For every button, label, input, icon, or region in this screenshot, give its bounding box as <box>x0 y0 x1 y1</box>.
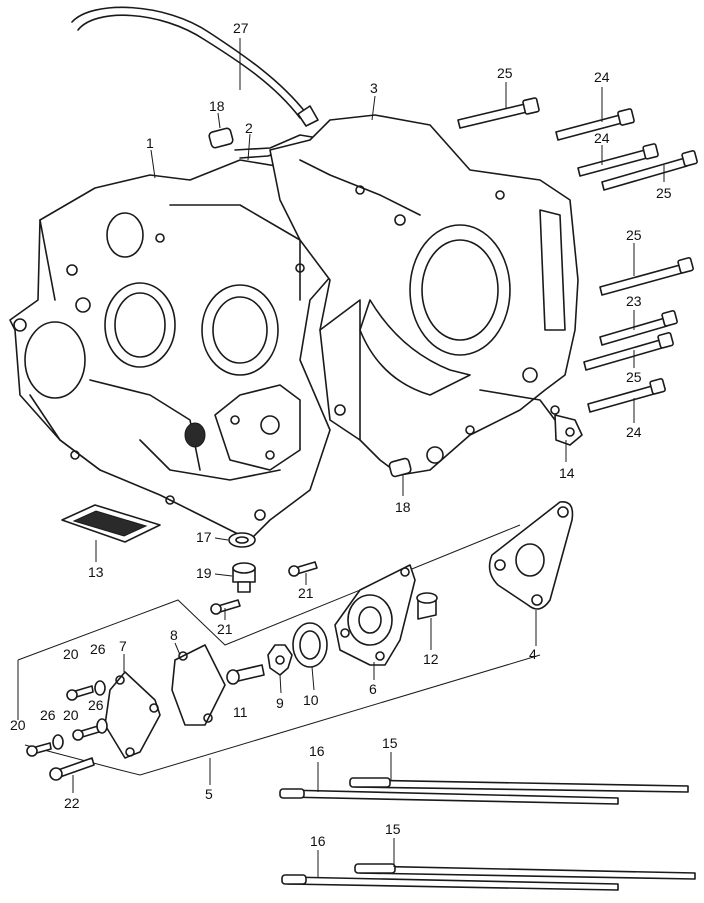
callout-14: 14 <box>559 465 575 481</box>
oil-pump-shaft <box>226 664 265 685</box>
screw-20-a <box>66 685 94 701</box>
bolt-23 <box>599 310 678 346</box>
callout-21-upper: 21 <box>298 585 314 601</box>
screw-20-c <box>26 742 52 757</box>
callout-6: 6 <box>369 681 377 697</box>
callout-27: 27 <box>233 20 249 36</box>
bolt-24-mid <box>577 143 659 177</box>
bolt-24-bottom <box>587 378 666 413</box>
callout-23: 23 <box>626 293 642 309</box>
screw-21-lower <box>210 599 241 615</box>
inner-rotor <box>267 644 293 676</box>
dowel-pin-lower <box>388 457 412 478</box>
drain-bolt <box>232 562 256 593</box>
bolt-24-top <box>555 108 635 141</box>
bolt-25-lower <box>599 257 694 296</box>
callout-26-b: 26 <box>88 697 104 713</box>
oil-pump-cover <box>104 671 161 759</box>
callout-9: 9 <box>276 695 284 711</box>
callout-18-top: 18 <box>209 98 225 114</box>
bolt-25-bottom <box>583 332 674 371</box>
callout-25-mid: 25 <box>656 185 672 201</box>
outer-rotor <box>292 622 328 668</box>
callout-22: 22 <box>64 795 80 811</box>
washer-26-a <box>94 680 106 696</box>
callout-10: 10 <box>303 692 319 708</box>
callout-21-lower: 21 <box>217 621 233 637</box>
oil-pump-gasket <box>488 501 574 610</box>
callout-7: 7 <box>119 638 127 654</box>
callout-16-upper: 16 <box>309 743 325 759</box>
callout-24-mid: 24 <box>594 130 610 146</box>
crankcase-left-half <box>9 159 346 541</box>
callout-25-top: 25 <box>497 65 513 81</box>
callout-2: 2 <box>245 120 253 136</box>
oil-strainer-screen <box>61 504 161 543</box>
callout-26-a: 26 <box>90 641 106 657</box>
crankcase-bolts <box>457 97 698 413</box>
callout-5: 5 <box>205 786 213 802</box>
callout-16-lower: 16 <box>310 833 326 849</box>
cable-clip <box>554 414 583 446</box>
dowel-pin-top <box>208 127 234 149</box>
oil-pump-body <box>334 564 416 666</box>
stud-15-upper <box>349 777 689 793</box>
callout-26-c: 26 <box>40 707 56 723</box>
callout-25-lower: 25 <box>626 227 642 243</box>
pump-cover-gasket <box>171 644 226 726</box>
callout-1: 1 <box>146 135 154 151</box>
bolt-25-mid <box>601 150 698 191</box>
screw-20-b <box>72 725 100 741</box>
callout-15-upper: 15 <box>382 735 398 751</box>
callout-17: 17 <box>196 529 212 545</box>
callout-24-bottom: 24 <box>626 424 642 440</box>
callout-12: 12 <box>423 651 439 667</box>
callout-20-c: 20 <box>63 707 79 723</box>
stud-16-lower <box>281 874 619 891</box>
washer-26-c <box>52 734 64 750</box>
stud-16-upper <box>279 788 619 805</box>
callout-11: 11 <box>233 704 248 720</box>
bolt-25-top <box>457 97 540 129</box>
crankcase-right-half <box>269 114 579 476</box>
callout-18-lower: 18 <box>395 499 411 515</box>
callout-13: 13 <box>88 564 104 580</box>
callout-19: 19 <box>196 565 212 581</box>
oil-pump-dowel <box>416 592 438 620</box>
stud-15-lower <box>354 863 696 880</box>
sealing-washer <box>228 532 256 548</box>
callout-4: 4 <box>529 646 537 662</box>
callout-labels: 27 25 24 3 18 2 24 1 25 25 23 25 24 14 1… <box>10 20 672 849</box>
callout-20-b: 20 <box>10 717 26 733</box>
bolt-22 <box>49 757 95 781</box>
callout-15-lower: 15 <box>385 821 401 837</box>
breather-tube <box>71 6 319 127</box>
callout-24-top: 24 <box>594 69 610 85</box>
callout-3: 3 <box>370 80 378 96</box>
callout-25-bottom: 25 <box>626 369 642 385</box>
washer-26-b <box>96 718 108 734</box>
leader-lines <box>72 38 665 878</box>
screw-21-upper <box>288 561 318 577</box>
callout-8: 8 <box>170 627 178 643</box>
callout-20-a: 20 <box>63 646 79 662</box>
